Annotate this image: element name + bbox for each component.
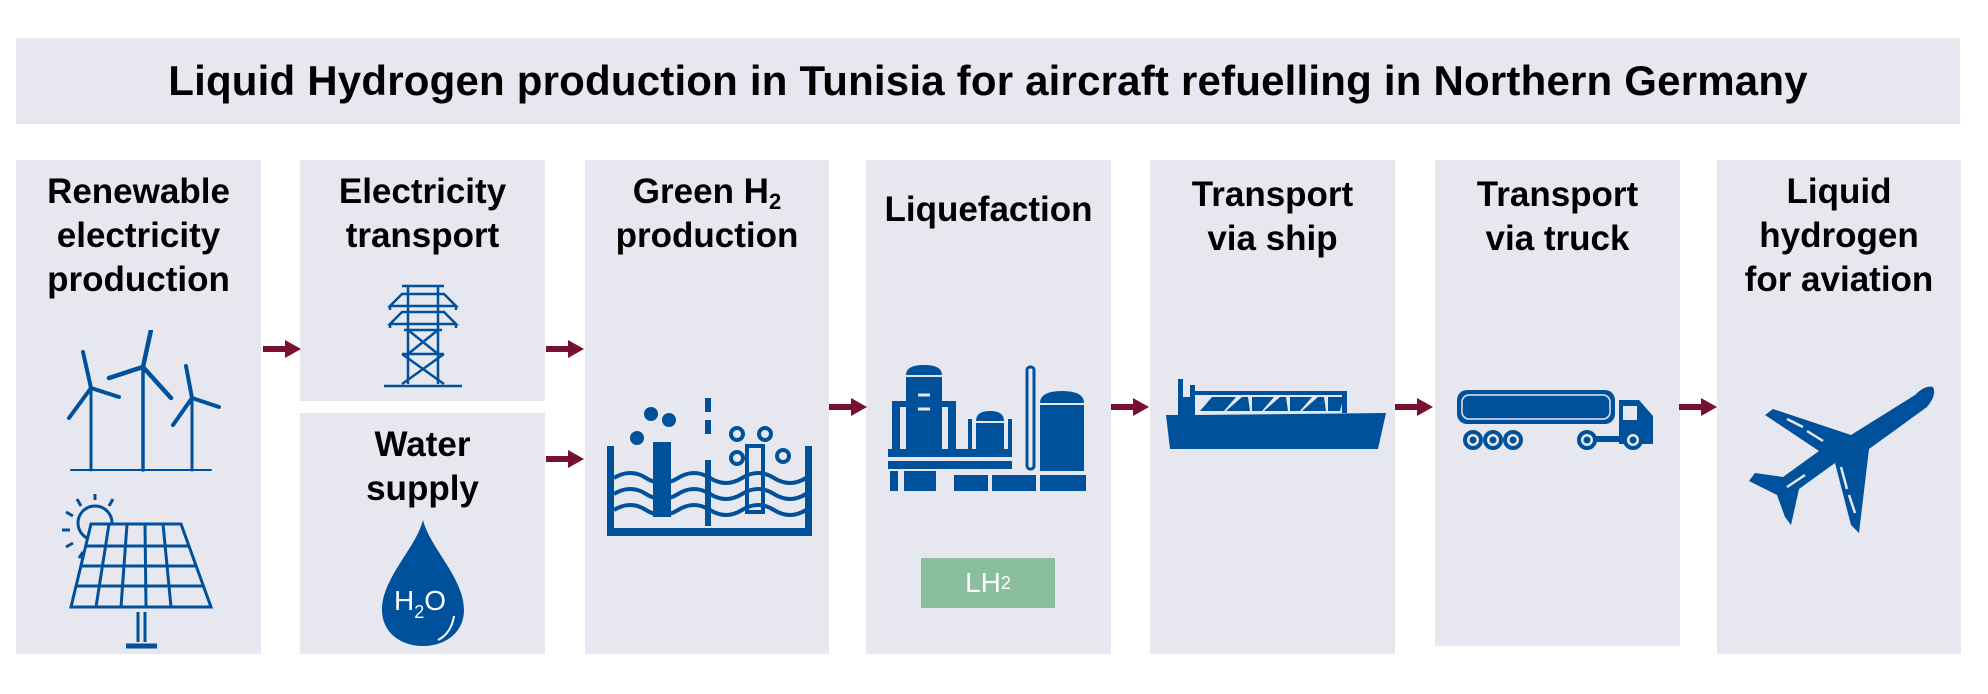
- title-line: Transport: [1476, 175, 1639, 214]
- liquefaction-plant-icon: [888, 365, 1086, 491]
- diagram-title-bar: Liquid Hydrogen production in Tunisia fo…: [16, 38, 1960, 124]
- title-line: Liquefaction: [884, 190, 1093, 229]
- title-line: production: [47, 260, 230, 299]
- airplane-icon: [1749, 386, 1935, 533]
- wind-turbines-icon: [67, 330, 221, 472]
- title-line: production: [615, 216, 799, 255]
- electrolysis-icon: [607, 398, 812, 536]
- step-electricity-transport: Electricity transport: [300, 160, 545, 401]
- title-line: transport: [345, 216, 500, 255]
- step-title: Transport via ship: [1150, 173, 1395, 261]
- step-green-h2-production: Green H2 production: [585, 160, 829, 654]
- step-liquid-hydrogen-aviation: Liquid hydrogen for aviation: [1717, 160, 1961, 654]
- diagram-title: Liquid Hydrogen production in Tunisia fo…: [168, 57, 1808, 104]
- arrow-liquefaction-to-ship: [1111, 398, 1149, 416]
- title-line: Renewable: [47, 172, 230, 211]
- title-line: hydrogen: [1759, 216, 1919, 255]
- step-title: Water supply: [300, 423, 545, 511]
- title-line: for aviation: [1744, 260, 1934, 299]
- title-line: Water: [374, 425, 471, 464]
- arrow-green-h2-to-liquefaction: [829, 398, 867, 416]
- badge-text: LH: [965, 567, 1001, 598]
- title-line: supply: [366, 469, 479, 508]
- lng-ship-icon: [1166, 379, 1386, 449]
- title-line: Liquid: [1786, 172, 1892, 211]
- step-title: Transport via truck: [1435, 173, 1680, 261]
- title-line: via truck: [1485, 219, 1630, 258]
- arrow-water-supply-to-green-h2: [546, 450, 584, 468]
- step-title: Liquefaction: [866, 188, 1111, 232]
- solar-panel-icon: [62, 494, 214, 649]
- title-line: Transport: [1191, 175, 1354, 214]
- title-line: Electricity: [338, 172, 507, 211]
- water-drop-icon: H2O: [382, 520, 464, 646]
- step-transport-truck: Transport via truck: [1435, 160, 1680, 646]
- h2o-label: H2O: [394, 585, 446, 622]
- power-pylon-icon: [384, 284, 462, 388]
- arrow-renewable-to-electricity-transport: [263, 340, 301, 358]
- step-title: Green H2 production: [585, 170, 829, 258]
- title-line: via ship: [1207, 219, 1338, 258]
- step-renewable-electricity: Renewable electricity production: [16, 160, 261, 654]
- arrow-ship-to-truck: [1395, 398, 1433, 416]
- arrow-truck-to-aviation: [1679, 398, 1717, 416]
- step-water-supply: Water supply H2O: [300, 413, 545, 654]
- title-line: Green H2: [632, 172, 782, 214]
- title-line: electricity: [56, 216, 221, 255]
- tanker-truck-icon: [1457, 390, 1653, 450]
- step-title: Renewable electricity production: [16, 170, 261, 302]
- step-transport-ship: Transport via ship: [1150, 160, 1395, 654]
- step-title: Electricity transport: [300, 170, 545, 258]
- arrow-electricity-transport-to-green-h2: [546, 340, 584, 358]
- step-title: Liquid hydrogen for aviation: [1717, 170, 1961, 302]
